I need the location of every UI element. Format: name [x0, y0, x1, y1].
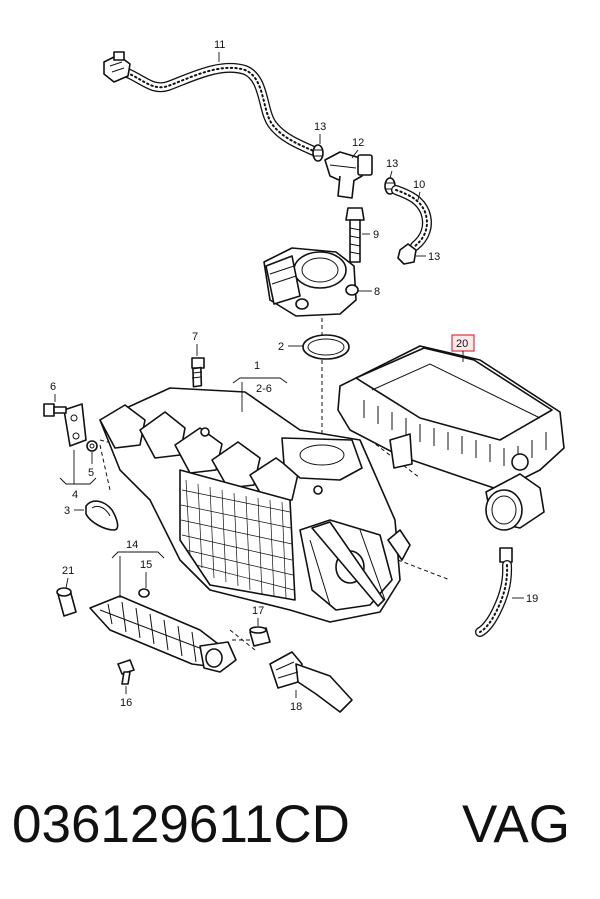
svg-text:14: 14	[126, 539, 138, 551]
svg-text:16: 16	[120, 697, 132, 709]
cap-17	[249, 626, 271, 647]
svg-text:20: 20	[456, 338, 468, 350]
svg-text:17: 17	[252, 605, 264, 617]
callout-3: 3	[64, 505, 84, 517]
svg-text:10: 10	[413, 179, 425, 191]
bolt-6	[43, 403, 67, 417]
callout-8: 8	[358, 286, 380, 298]
svg-text:9: 9	[373, 229, 379, 241]
callout-1: 1 2-6	[232, 360, 288, 412]
callout-13-lower: 13	[416, 251, 440, 263]
svg-text:7: 7	[192, 331, 198, 343]
callout-12: 12	[351, 137, 364, 159]
callout-18: 18	[290, 690, 302, 713]
bolt-7	[191, 357, 205, 388]
callout-9: 9	[362, 229, 379, 241]
svg-text:11: 11	[214, 39, 225, 51]
callout-7: 7	[192, 331, 198, 356]
svg-text:2-6: 2-6	[256, 383, 272, 395]
svg-text:19: 19	[526, 593, 538, 605]
brand-name: VAG	[462, 795, 570, 854]
svg-text:6: 6	[50, 381, 56, 393]
svg-text:12: 12	[352, 137, 364, 149]
svg-text:3: 3	[64, 505, 70, 517]
throttle-body-8	[263, 247, 359, 317]
clamp-13-upper	[312, 144, 324, 162]
hose-11	[103, 51, 321, 157]
bracket-4	[63, 403, 87, 447]
svg-text:1: 1	[254, 360, 260, 372]
injector-21	[56, 587, 77, 617]
o-ring-2	[302, 334, 350, 360]
washer-5	[86, 440, 98, 452]
callout-5: 5	[88, 452, 94, 479]
svg-text:18: 18	[290, 701, 302, 713]
air-filter-housing-20	[337, 345, 565, 531]
callout-13-top: 13	[314, 121, 326, 144]
svg-text:2: 2	[278, 341, 284, 353]
clamp-13-lower	[397, 243, 417, 265]
svg-text:13: 13	[386, 158, 398, 170]
o-ring-15	[138, 588, 150, 598]
callout-2: 2	[278, 341, 303, 353]
screw-16	[117, 659, 135, 685]
callout-20: 20	[451, 334, 475, 362]
hose-19	[475, 547, 513, 637]
callout-10: 10	[413, 179, 425, 201]
callout-4: 4	[59, 450, 97, 501]
callout-15: 15	[140, 559, 152, 588]
fuel-rail-14	[89, 595, 237, 673]
svg-text:21: 21	[62, 565, 74, 577]
svg-text:8: 8	[374, 286, 380, 298]
svg-text:5: 5	[88, 467, 94, 479]
callout-19: 19	[512, 593, 538, 605]
parts-diagram: 11 13 12 13 10 9 13 8 2 20 7 1	[43, 39, 565, 713]
bolt-9	[345, 207, 365, 263]
svg-text:13: 13	[314, 121, 326, 133]
intake-manifold-1	[99, 387, 411, 623]
callout-13-right: 13	[386, 158, 398, 179]
valve-12	[324, 151, 373, 199]
callout-16: 16	[120, 686, 132, 709]
hose-18	[269, 651, 353, 713]
part-number: 036129611CD	[12, 795, 350, 854]
svg-text:13: 13	[428, 251, 440, 263]
svg-text:15: 15	[140, 559, 152, 571]
callout-6: 6	[50, 381, 56, 402]
gasket-3	[85, 500, 119, 531]
hose-10	[391, 185, 432, 251]
callout-17: 17	[252, 605, 264, 626]
callout-11: 11	[214, 39, 225, 62]
callout-21: 21	[62, 565, 74, 589]
callout-14: 14	[111, 539, 165, 598]
svg-text:4: 4	[72, 489, 78, 501]
